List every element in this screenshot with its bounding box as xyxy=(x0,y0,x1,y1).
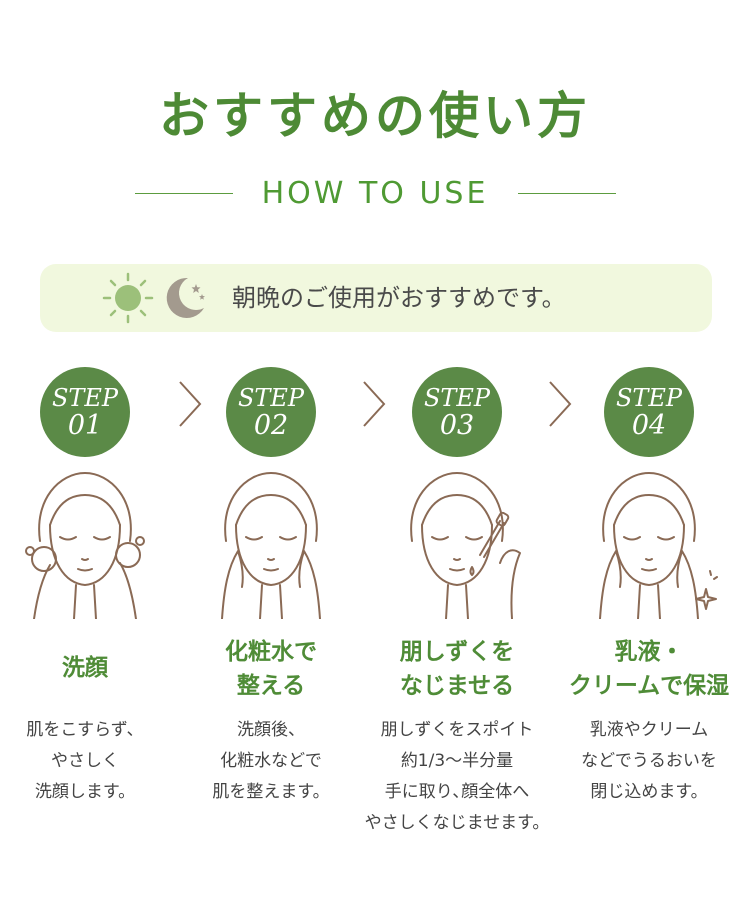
step-heading: 朋しずくを なじませる xyxy=(372,635,542,703)
step-badge: STEP 01 xyxy=(40,367,130,457)
moon-icon xyxy=(166,277,205,318)
face-toner-illustration xyxy=(221,472,321,619)
chevron-right-icon xyxy=(179,381,202,427)
step-heading: 化粧水で 整える xyxy=(186,635,356,703)
step-badge: STEP 04 xyxy=(604,367,694,457)
banner-text: 朝晩のご使用がおすすめです。 xyxy=(232,284,566,312)
step-number: 02 xyxy=(253,410,289,441)
step-description-line: やさしくなじませます。 xyxy=(364,813,550,833)
step-heading-line: 洗顔 xyxy=(62,655,108,681)
step-label: STEP xyxy=(51,384,119,412)
step-description-line: 朋しずくをスポイト xyxy=(380,720,534,740)
step-heading: 洗顔 xyxy=(0,651,170,685)
step-heading-line: 化粧水で xyxy=(225,639,317,665)
step-description: 洗顔後、 化粧水などで 肌を整えます。 xyxy=(178,715,364,808)
step-description-line: 洗顔します。 xyxy=(34,782,136,802)
face-washing-illustration xyxy=(25,472,145,619)
step-heading: 乳液・ クリームで保湿 xyxy=(556,635,742,703)
step-description-line: やさしく xyxy=(51,751,119,771)
divider-right xyxy=(518,193,616,194)
page-title: おすすめの使い方 xyxy=(159,86,591,145)
step-heading-line: なじませる xyxy=(399,673,515,699)
step-description-line: 約1/3～半分量 xyxy=(400,751,514,771)
step-description-line: 肌をこすらず、 xyxy=(26,720,144,740)
step-heading-line: 整える xyxy=(236,673,306,699)
step-description: 朋しずくをスポイト 約1/3～半分量 手に取り､顔全体へ やさしくなじませます。 xyxy=(364,715,550,839)
step-number: 04 xyxy=(631,410,667,441)
usage-banner: 朝晩のご使用がおすすめです。 xyxy=(40,264,712,332)
sun-icon xyxy=(102,272,154,324)
step-description: 肌をこすらず、 やさしく 洗顔します。 xyxy=(0,715,178,808)
step-number: 03 xyxy=(439,410,475,441)
step-description-line: などでうるおいを xyxy=(581,751,717,771)
step-heading-line: 乳液・ xyxy=(614,639,684,665)
step-description-line: 肌を整えます。 xyxy=(212,782,330,802)
step-description-line: 手に取り､顔全体へ xyxy=(384,782,530,802)
step-number: 01 xyxy=(67,410,103,441)
step-description-line: 乳液やクリーム xyxy=(589,720,709,740)
face-moisturize-illustration xyxy=(599,472,718,619)
step-description-line: 洗顔後、 xyxy=(237,720,305,740)
step-heading-line: 朋しずくを xyxy=(399,639,515,665)
face-serum-dropper-illustration xyxy=(410,472,521,619)
step-heading-line: クリームで保湿 xyxy=(568,673,730,699)
chevron-right-icon xyxy=(363,381,386,427)
step-description-line: 閉じ込めます。 xyxy=(590,782,708,802)
step-label: STEP xyxy=(237,384,305,412)
subtitle-row: HOW TO USE xyxy=(0,172,750,216)
step-description: 乳液やクリーム などでうるおいを 閉じ込めます。 xyxy=(556,715,742,808)
step-badge: STEP 03 xyxy=(412,367,502,457)
step-label: STEP xyxy=(423,384,491,412)
step-badge: STEP 02 xyxy=(226,367,316,457)
chevron-right-icon xyxy=(549,381,572,427)
divider-left xyxy=(135,193,233,194)
step-label: STEP xyxy=(615,384,683,412)
step-description-line: 化粧水などで xyxy=(220,751,322,771)
subtitle: HOW TO USE xyxy=(261,176,489,211)
